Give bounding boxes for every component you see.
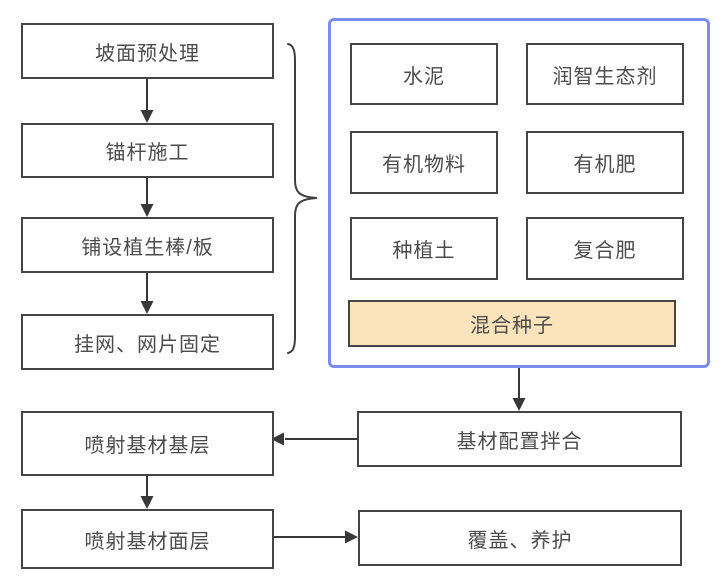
step-slope-surface-pretreatment: 坡面预处理 (21, 23, 274, 79)
step-cover-and-maintenance: 覆盖、养护 (358, 510, 682, 566)
material-runzhi-eco-agent: 润智生态剂 (526, 43, 684, 105)
material-cement: 水泥 (350, 43, 498, 105)
material-compound-fertilizer: 复合肥 (526, 217, 684, 280)
arrow-surface-to-cover (272, 530, 358, 544)
step-spray-substrate-surface-layer: 喷射基材面层 (21, 509, 274, 569)
material-organic-material: 有机物料 (350, 131, 498, 194)
arrow-base-to-surface-layer (140, 476, 154, 509)
arrow-anchor-to-lay-rods (140, 178, 154, 217)
step-anchor-bolt-construction: 锚杆施工 (21, 123, 274, 178)
arrow-pretreatment-to-anchor (140, 79, 154, 123)
material-planting-soil: 种植土 (350, 217, 498, 280)
step-substrate-mixing: 基材配置拌合 (357, 411, 682, 467)
arrow-materials-to-mixing (512, 368, 526, 411)
arrow-lay-rods-to-mesh (140, 273, 154, 314)
step-hang-mesh-fixing: 挂网、网片固定 (21, 314, 274, 370)
arrow-mixing-to-base-layer (271, 432, 357, 446)
material-mixed-seeds-highlighted: 混合种子 (348, 300, 676, 347)
step-spray-substrate-base-layer: 喷射基材基层 (21, 411, 274, 476)
material-organic-fertilizer: 有机肥 (526, 131, 684, 194)
brace-steps-to-materials (287, 43, 318, 354)
step-lay-vegetation-rods-boards: 铺设植生棒/板 (21, 217, 274, 273)
